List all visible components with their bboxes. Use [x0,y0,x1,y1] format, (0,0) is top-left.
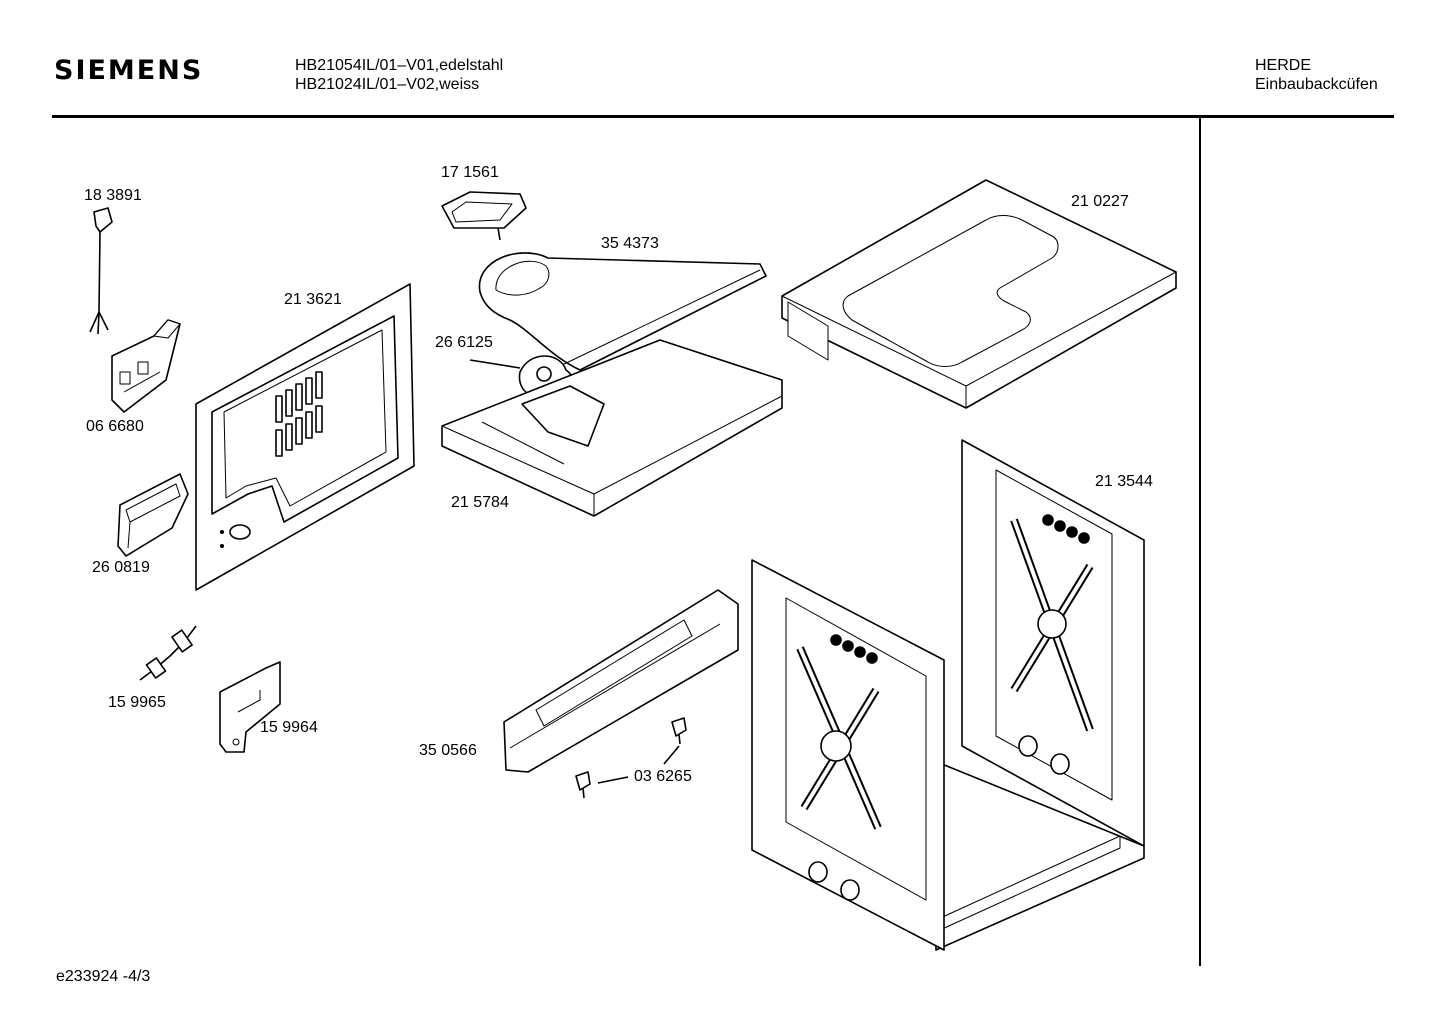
inner-top-tray-part[interactable] [441,339,783,517]
oven-frame-part[interactable] [751,559,1145,951]
header-rule [52,115,1394,118]
part-label-213544: 21 3544 [1095,473,1153,490]
sensor-part[interactable] [139,625,197,681]
switch-bracket-part[interactable] [219,661,281,753]
category-line-2: Einbaubackcüfen [1255,76,1378,93]
part-label-266125: 26 6125 [435,334,493,351]
part-label-183891: 18 3891 [84,187,142,204]
part-label-215784: 21 5784 [451,494,509,511]
part-label-350566: 35 0566 [419,742,477,759]
document-id: e233924 -4/3 [56,968,151,985]
category-line-1: HERDE [1255,57,1312,74]
top-cover-part[interactable] [781,179,1177,409]
leader-lines [469,359,680,784]
part-label-260819: 26 0819 [92,559,150,576]
rear-panel-part[interactable] [195,283,415,591]
fan-cover-part[interactable] [478,252,767,371]
terminal-block-part[interactable] [111,319,181,413]
part-label-066680: 06 6680 [86,418,144,435]
power-cable-part[interactable] [89,207,113,335]
part-label-213621: 21 3621 [284,291,342,308]
part-label-210227: 21 0227 [1071,193,1129,210]
part-label-036265: 03 6265 [634,768,692,785]
margin-rule [1199,118,1201,966]
screw-part[interactable] [575,717,687,799]
side-frame-part[interactable] [961,439,1145,847]
part-label-159964: 15 9964 [260,719,318,736]
model-line-1: HB21054IL/01–V01,edelstahl [295,57,504,74]
part-label-171561: 17 1561 [441,164,499,181]
brand-logo: SIEMENS [54,55,204,86]
fan-motor-part[interactable] [441,191,527,241]
front-trim-part[interactable] [503,589,739,773]
part-label-159965: 15 9965 [108,694,166,711]
bracket-part[interactable] [117,473,189,557]
part-label-354373: 35 4373 [601,235,659,252]
model-line-2: HB21024IL/01–V02,weiss [295,76,480,93]
